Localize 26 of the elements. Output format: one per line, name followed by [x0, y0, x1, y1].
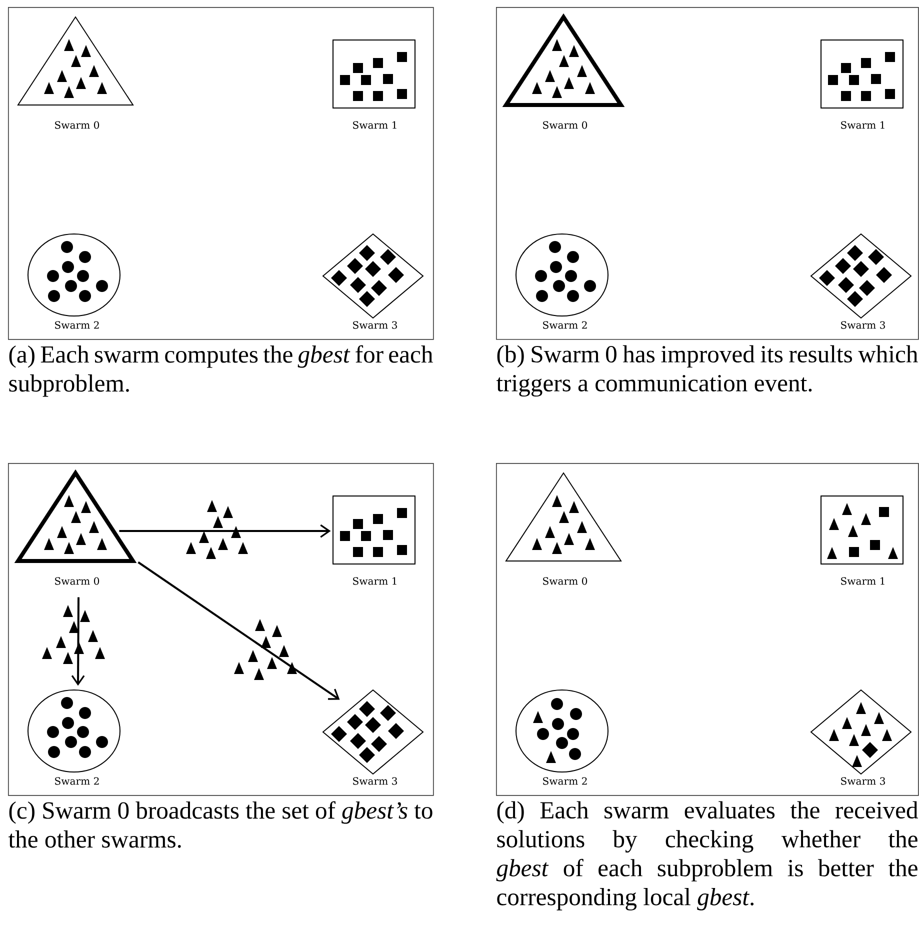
- subfigure-caption: (b) Swarm 0 has improved its results which triggers a communication event.: [496, 345, 918, 397]
- panel-frame: [496, 7, 919, 340]
- swarm-label: Swarm 2: [55, 777, 99, 785]
- swarm-label: Swarm 1: [841, 121, 884, 129]
- swarm-label: Swarm 0: [55, 577, 100, 585]
- swarm-label: Swarm 0: [543, 121, 588, 129]
- subfigure-caption: (d) Each swarm evaluates the received solutions by checking whether the gbest of each subproblem is better the corresponding local gbest.: [496, 801, 918, 910]
- swarm-label: Swarm 3: [353, 777, 397, 785]
- swarm-label: Swarm 3: [353, 321, 397, 329]
- arrow: [119, 524, 331, 538]
- swarm-label: Swarm 0: [55, 121, 100, 129]
- swarm-label: Swarm 1: [841, 577, 884, 585]
- swarm-label: Swarm 2: [543, 777, 587, 785]
- swarm-label: Swarm 2: [543, 321, 587, 329]
- subfigure-caption: (c) Swarm 0 broadcasts the set of gbest’s to the other swarms.: [8, 801, 432, 848]
- swarm-label: Swarm 0: [543, 577, 588, 585]
- subfigure-caption: (a) Each swarm computes the gbest for each subproblem.: [9, 345, 433, 397]
- panel-frame: [8, 7, 434, 340]
- swarm-label: Swarm 3: [841, 777, 885, 785]
- swarm-label: Swarm 2: [55, 321, 99, 329]
- swarm-label: Swarm 1: [353, 121, 396, 129]
- panel-frame: [8, 463, 434, 796]
- arrow: [138, 561, 340, 700]
- swarm-label: Swarm 3: [841, 321, 885, 329]
- panel-frame: [496, 463, 919, 796]
- swarm-label: Swarm 1: [353, 577, 396, 585]
